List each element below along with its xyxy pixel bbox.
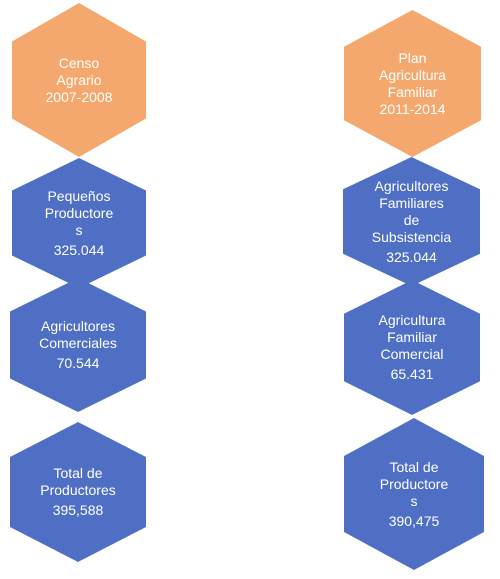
hexagon-title: Agricultores Familiares de Subsistencia [371, 177, 452, 245]
small-producers-hexagon: Pequeños Productore s 325.044 [12, 158, 146, 288]
hexagon-value: 65.431 [390, 366, 434, 382]
hexagon-title: Pequeños Productore s [44, 187, 114, 238]
hexagon-value: 70.544 [56, 355, 100, 371]
hexagon-content: Agricultura Familiar Comercial 65.431 [379, 312, 446, 383]
hexagon-content: Total de Productore s 390,475 [380, 459, 448, 530]
commercial-family-farming-hexagon: Agricultura Familiar Comercial 65.431 [344, 280, 480, 415]
family-plan-header-hexagon: Plan Agricultura Familiar 2011-2014 [344, 10, 481, 157]
hexagon-value: 325.044 [53, 241, 105, 258]
total-producers-right-hexagon: Total de Productore s 390,475 [344, 418, 484, 570]
hexagon-content: Pequeños Productore s 325.044 [45, 188, 113, 259]
hexagon-title: Total de Productore s [379, 458, 449, 509]
hexagon-content: Total de Productores 395,588 [40, 465, 115, 519]
hexagon-title: Total de Productores [40, 465, 116, 498]
hexagon-content: Censo Agrario 2007-2008 [46, 55, 113, 106]
hexagon-value: 325.044 [386, 248, 437, 265]
subsistence-farmers-hexagon: Agricultores Familiares de Subsistencia … [343, 157, 480, 286]
total-producers-left-hexagon: Total de Productores 395,588 [10, 422, 146, 562]
hexagon-title: Agricultores Comerciales [39, 318, 117, 351]
hexagon-value: 390,475 [388, 512, 440, 529]
hexagon-content: Agricultores Comerciales 70.544 [39, 318, 117, 372]
hexagon-content: Plan Agricultura Familiar 2011-2014 [379, 50, 446, 118]
hexagon-title: Agricultura Familiar Comercial [378, 312, 446, 362]
census-header-hexagon: Censo Agrario 2007-2008 [12, 3, 146, 157]
hexagon-title: Plan Agricultura Familiar 2011-2014 [379, 49, 446, 117]
commercial-farmers-hexagon: Agricultores Comerciales 70.544 [10, 278, 146, 412]
hexagon-title: Censo Agrario 2007-2008 [45, 54, 113, 105]
hexagon-value: 395,588 [52, 502, 104, 518]
hexagon-content: Agricultores Familiares de Subsistencia … [372, 178, 451, 266]
